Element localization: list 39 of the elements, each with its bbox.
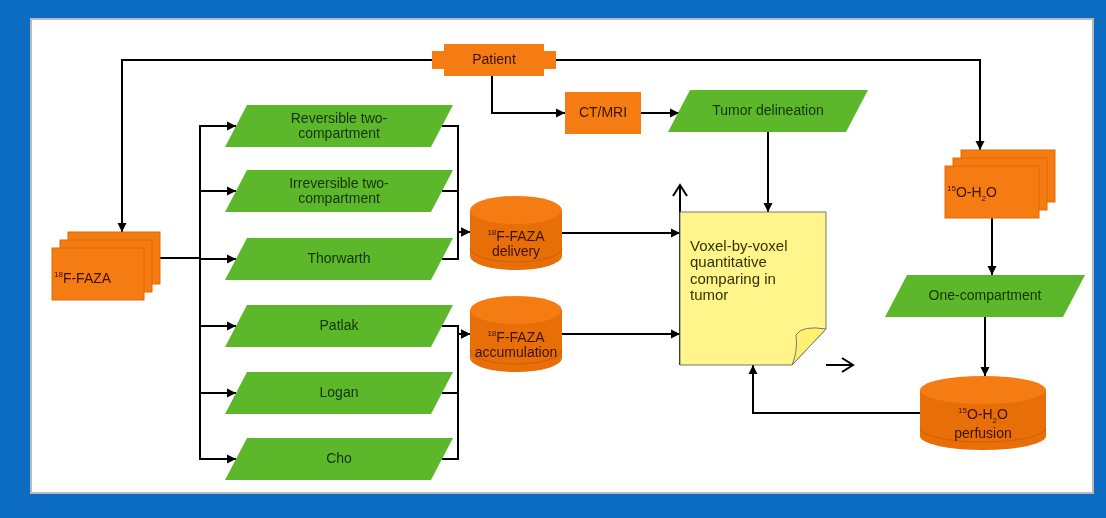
arrow [763,131,773,213]
node-label: Voxel-by-voxel quantitative comparing in tumor [690,237,789,304]
storage-cylinder [470,296,562,372]
node-label: Patlak [318,318,360,334]
node-label: CT/MRI [578,105,628,121]
arrow [441,227,471,260]
data-parallelogram [885,275,1085,317]
process-box [432,44,556,76]
arrow [640,108,680,118]
node-label: $^{18}$F-FAZA [54,270,112,286]
arrow [441,329,471,460]
node-label: Tumor delineation [711,103,825,119]
node-label: $^{18}$F-FAZA delivery [486,228,546,260]
node-label: Logan [318,385,360,401]
node-label: One-compartment [927,288,1043,304]
node-label: Cho [325,451,353,467]
arrow [980,316,990,377]
node-label: $^{15}$O-H$_{2}$O [947,185,997,204]
arrow [159,257,237,464]
node-label: $^{15}$O-H$_{2}$O perfusion [953,407,1013,441]
process-box [565,92,641,134]
storage-cylinder [470,196,562,270]
arrow [117,59,433,233]
node-label: $^{18}$F-FAZA accumulation [473,329,559,361]
arrow [987,217,997,276]
document-stack [52,232,160,300]
node-label: Thorwarth [306,251,372,267]
note-box [680,212,826,365]
arrow [561,228,681,238]
storage-cylinder [920,376,1046,450]
arrow [491,75,566,118]
node-label: Irreversible two-compartment [288,175,390,207]
document-stack [945,150,1055,218]
arrow [555,59,985,151]
arrow [561,329,681,339]
node-label: Patient [472,52,516,68]
data-parallelogram [668,90,868,132]
arrow [748,364,921,414]
node-label: Reversible two-compartment [289,110,389,142]
